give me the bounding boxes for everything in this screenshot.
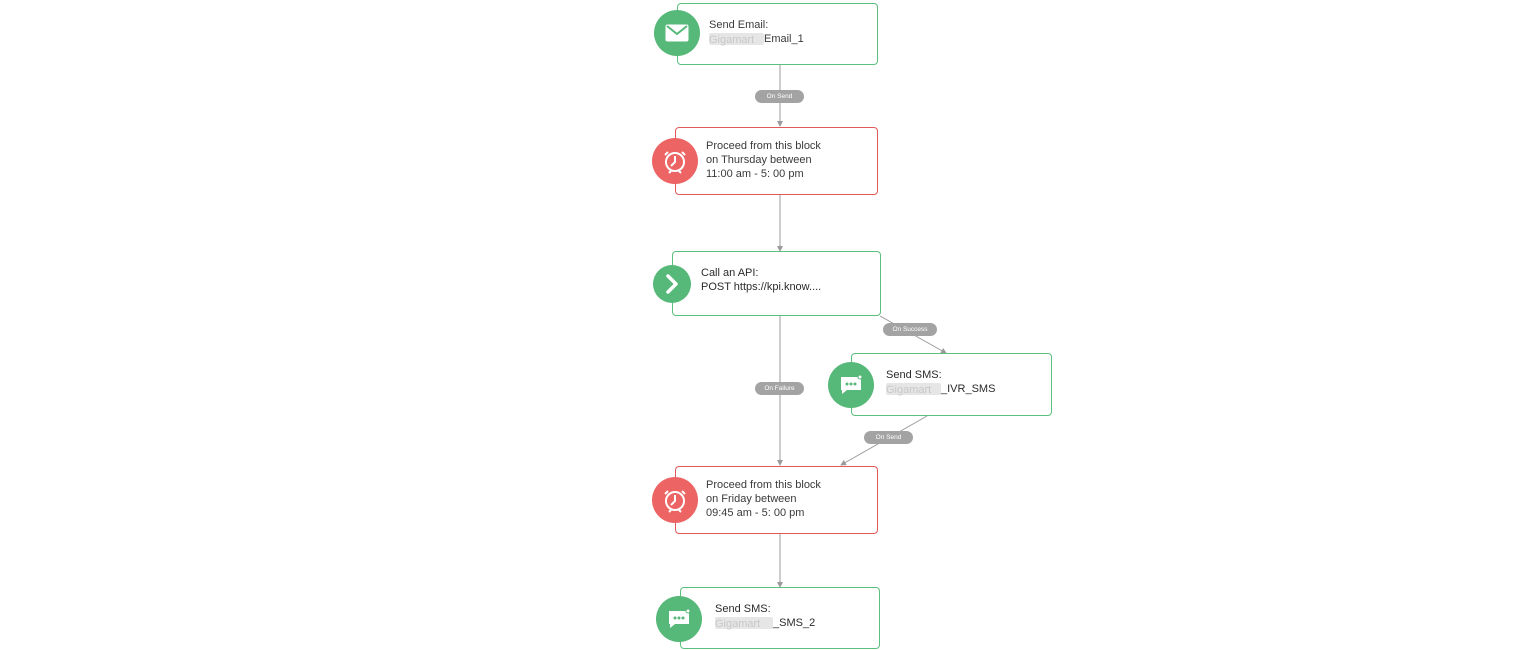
node-title: Send SMS: [886,369,942,381]
node-value: _SMS_2 [773,617,816,629]
edge-label-on-success: On Success [883,323,937,336]
redacted-text: Gigamart [715,617,773,630]
chevron-right-icon [653,265,691,303]
node-value: _IVR_SMS [941,383,996,395]
delay-node-thursday[interactable]: Proceed from this block on Thursday betw… [675,127,878,195]
node-title: Call an API: [701,267,759,279]
node-line-3: 11:00 am - 5: 00 pm [706,168,804,180]
redacted-text: Gigamart [886,383,941,396]
clock-icon [652,138,698,184]
send-sms-node-2[interactable]: Send SMS: Gigamart_SMS_2 [680,587,880,649]
edge-label-on-failure: On Failure [755,382,804,395]
edge-label-on-send: On Send [864,431,913,444]
node-line-2: on Thursday between [706,154,812,166]
call-api-node[interactable]: Call an API: POST https://kpi.know.... [672,251,881,316]
node-value: Email_1 [764,33,804,45]
node-title: Send Email: [709,19,769,31]
node-line-3: 09:45 am - 5: 00 pm [706,507,805,519]
node-line-1: Proceed from this block [706,479,821,491]
node-line-1: Proceed from this block [706,140,821,152]
message-icon [656,596,702,642]
node-title: Send SMS: [715,603,771,615]
clock-icon [652,477,698,523]
node-value: POST https://kpi.know.... [701,281,822,293]
redacted-text: Gigamart [709,33,764,46]
edge-label-on-send: On Send [755,90,804,103]
mail-icon [654,10,700,56]
message-icon [828,362,874,408]
send-sms-node-ivr[interactable]: Send SMS: Gigamart_IVR_SMS [851,353,1052,416]
delay-node-friday[interactable]: Proceed from this block on Friday betwee… [675,466,878,534]
node-line-2: on Friday between [706,493,797,505]
